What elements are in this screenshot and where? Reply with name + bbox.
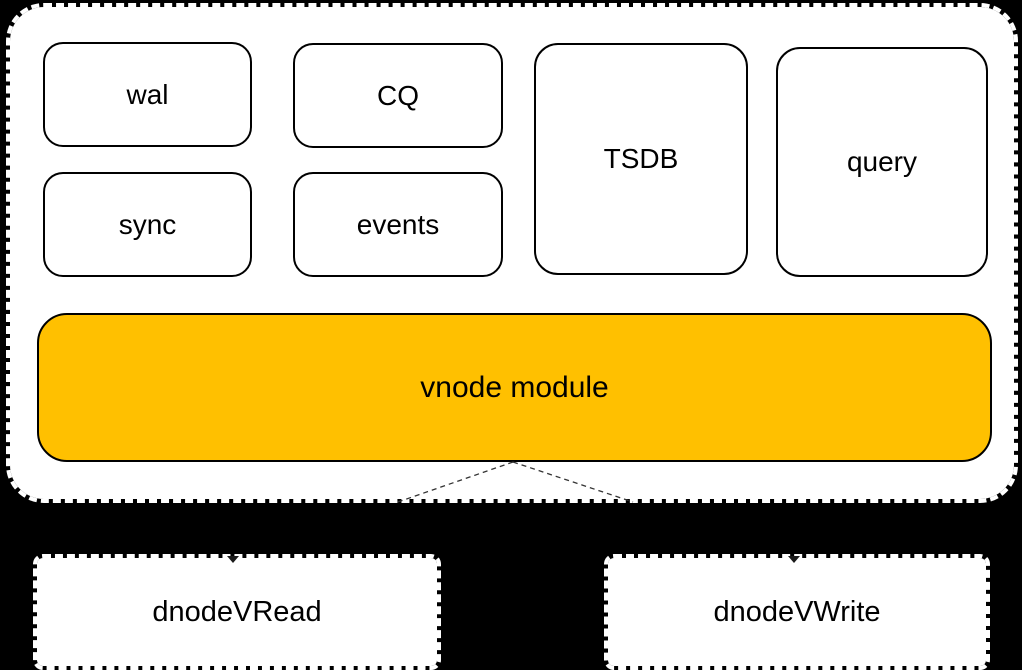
module-box-tsdb: TSDB xyxy=(534,43,748,275)
module-box-wal: wal xyxy=(43,42,252,147)
module-box-query: query xyxy=(776,47,988,277)
vnode-module-label: vnode module xyxy=(420,370,609,404)
dnode-vwrite-box: dnodeVWrite xyxy=(604,554,990,670)
module-label-query: query xyxy=(846,146,918,177)
module-box-events: events xyxy=(293,172,503,277)
module-label-wal: wal xyxy=(126,78,169,110)
dnode-vread-label: dnodeVRead xyxy=(152,595,322,628)
module-box-sync: sync xyxy=(43,172,252,277)
vnode-module-box: vnode module xyxy=(37,313,992,462)
module-label-tsdb: TSDB xyxy=(603,143,679,174)
module-label-cq: CQ xyxy=(377,79,419,111)
dnode-vread-box: dnodeVRead xyxy=(33,554,441,670)
module-label-events: events xyxy=(356,208,440,240)
module-box-cq: CQ xyxy=(293,43,503,148)
module-label-sync: sync xyxy=(118,208,177,240)
dnode-vwrite-label: dnodeVWrite xyxy=(713,595,881,628)
